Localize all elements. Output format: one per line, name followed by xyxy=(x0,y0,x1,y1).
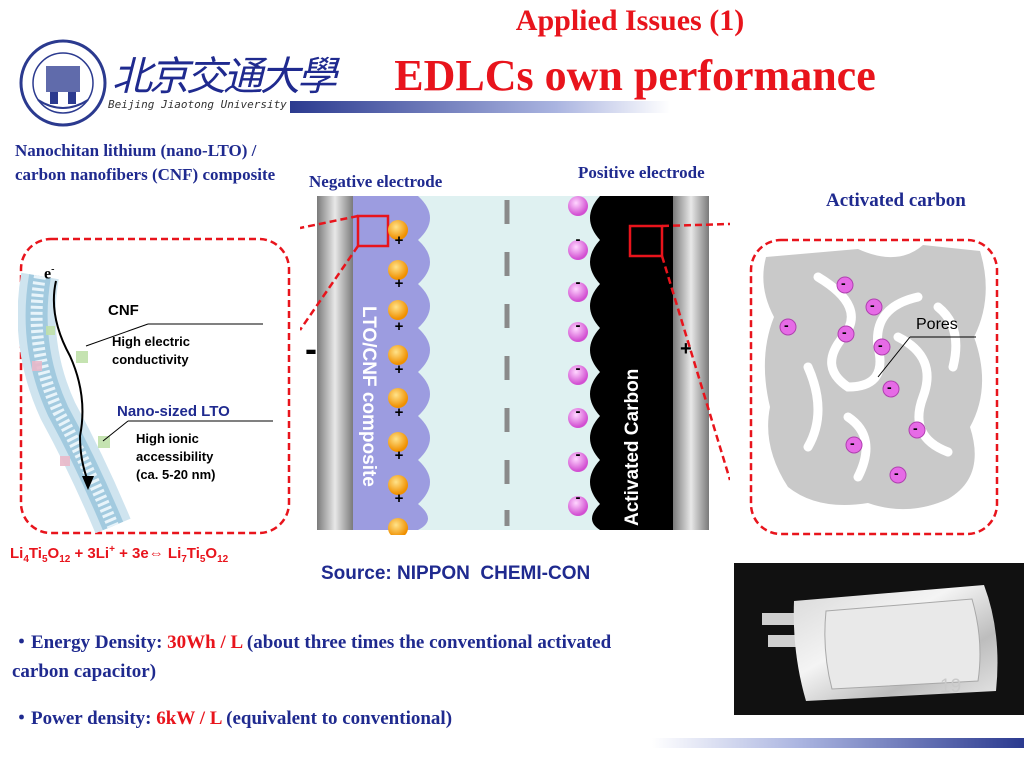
university-en-name: Beijing Jiaotong University xyxy=(108,98,287,111)
pores-label: Pores xyxy=(916,316,958,333)
reaction-equation: Li4Ti5O12 + 3Li+ + 3e⇔ Li7Ti5O12 xyxy=(10,544,229,565)
activated-carbon-title: Activated carbon xyxy=(826,190,966,211)
lto-cnf-zoom-panel xyxy=(18,237,291,535)
lto-cnf-description: Nanochitan lithium (nano-LTO) / carbon n… xyxy=(15,141,276,184)
energy-density-bullet: ・Energy Density: 30Wh / L (about three t… xyxy=(12,632,612,682)
activated-carbon-electrode-label: Activated Carbon xyxy=(622,368,643,526)
activated-carbon-zoom-panel xyxy=(749,238,999,536)
ion-plus-signs: +++++++ xyxy=(394,232,404,507)
lto-cnf-composite-label: LTO/CNF composite xyxy=(358,306,379,487)
negative-terminal: - xyxy=(305,328,317,369)
university-cn-name: 北京交通大學 xyxy=(112,54,337,100)
cnf-label: CNF xyxy=(108,302,139,319)
positive-electrode-label: Positive electrode xyxy=(578,163,705,182)
positive-terminal: + xyxy=(680,338,692,360)
negative-electrode-label: Negative electrode xyxy=(309,172,443,191)
positive-ions xyxy=(388,220,408,535)
source-credit: Source: NIPPON CHEMI-CON xyxy=(321,563,591,584)
capacitor-cell-photo xyxy=(734,563,1024,715)
page-title: EDLCs own performance xyxy=(394,51,876,100)
page-number: 19 xyxy=(940,676,962,697)
nano-lto-label: Nano-sized LTO xyxy=(117,403,230,420)
capacitor-cell-diagram xyxy=(300,196,730,535)
negative-ions xyxy=(568,196,588,516)
ion-minus-signs: ------- xyxy=(575,231,581,506)
university-seal-icon xyxy=(19,39,107,127)
title-line1: Applied Issues (1) xyxy=(515,4,745,37)
electron-label: e- xyxy=(44,264,55,283)
power-density-bullet: ・Power density: 6kW / L (equivalent to c… xyxy=(12,708,453,729)
footer-bar xyxy=(652,738,1024,748)
header-bar xyxy=(290,101,670,113)
